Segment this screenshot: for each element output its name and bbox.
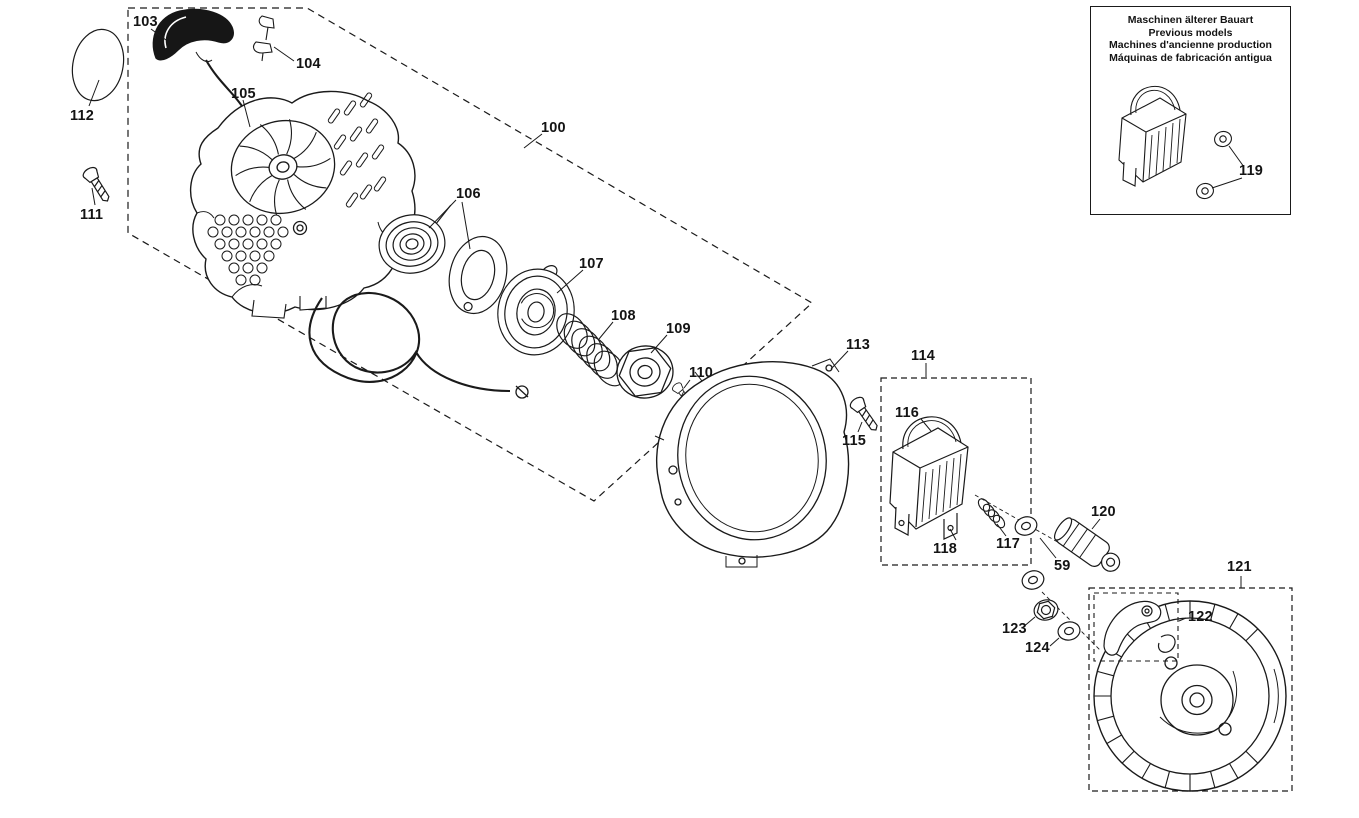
grip-cover-drawing <box>71 28 125 102</box>
starter-grip-drawing <box>152 8 234 63</box>
inset-coil-drawing <box>1118 85 1187 187</box>
ignition-module-drawing <box>889 416 969 540</box>
starter-pawl-drawing <box>1103 600 1176 656</box>
rewind-spring-drawing <box>378 204 452 274</box>
part-label-124: 124 <box>1025 640 1050 656</box>
part-label-108: 108 <box>611 308 636 324</box>
part-label-122: 122 <box>1188 609 1213 625</box>
rope-clip-drawing <box>253 15 275 62</box>
part-label-106: 106 <box>456 186 481 202</box>
starter-assembly-dashed-outline <box>127 7 814 502</box>
recoil-housing-drawing <box>190 90 416 319</box>
spark-plug-boot-drawing <box>1053 517 1121 572</box>
flywheel-dashed-box <box>1088 587 1293 792</box>
part-label-115: 115 <box>842 433 866 449</box>
washer-lower-drawing <box>1019 567 1047 593</box>
ignition-module-dashed-box <box>880 377 1032 566</box>
vent-slots <box>327 92 387 208</box>
part-label-114: 114 <box>911 348 935 364</box>
part-label-109: 109 <box>666 321 691 337</box>
previous-models-inset: Maschinen älterer Bauart Previous models… <box>1090 6 1291 215</box>
spring-117-drawing <box>977 498 1006 529</box>
part-label-120: 120 <box>1091 504 1116 520</box>
screw-115-drawing <box>847 394 883 435</box>
part-label-117: 117 <box>996 536 1020 552</box>
starter-rope-loops-drawing <box>308 291 529 399</box>
part-label-100: 100 <box>541 120 566 136</box>
washer-59-drawing <box>1012 513 1040 539</box>
part-label-107: 107 <box>579 256 604 272</box>
flange-nut-drawing <box>1033 599 1059 621</box>
screw-111-drawing <box>80 164 115 206</box>
inset-title-de: Maschinen älterer Bauart <box>1127 14 1254 26</box>
spring-cover-drawing <box>448 235 508 315</box>
part-label-119: 119 <box>1239 163 1263 179</box>
part-label-110: 110 <box>689 365 713 381</box>
inset-title-en: Previous models <box>1148 26 1233 39</box>
pawl-dashed-box <box>1093 592 1179 662</box>
part-label-59: 59 <box>1054 558 1071 574</box>
part-label-118: 118 <box>933 541 957 557</box>
part-label-123: 123 <box>1002 621 1027 637</box>
rope-pulley-drawing <box>497 265 575 356</box>
inset-title-es: Máquinas de fabricación antigua <box>1109 51 1272 64</box>
part-label-112: 112 <box>70 108 94 124</box>
part-label-111: 111 <box>80 207 104 223</box>
flywheel-drawing <box>1093 600 1287 792</box>
starter-cup-drawing <box>616 345 674 399</box>
fan-housing-drawing <box>654 358 850 568</box>
part-label-121: 121 <box>1227 559 1252 575</box>
part-label-105: 105 <box>231 86 256 102</box>
leader-lines <box>88 28 1245 647</box>
part-label-104: 104 <box>296 56 321 72</box>
honeycomb-vents <box>207 214 289 286</box>
part-label-113: 113 <box>846 337 870 353</box>
part-label-116: 116 <box>895 405 919 421</box>
part-label-103: 103 <box>133 14 158 30</box>
washer-124-drawing <box>1055 619 1083 643</box>
inset-title-fr: Machines d'ancienne production <box>1109 39 1272 51</box>
